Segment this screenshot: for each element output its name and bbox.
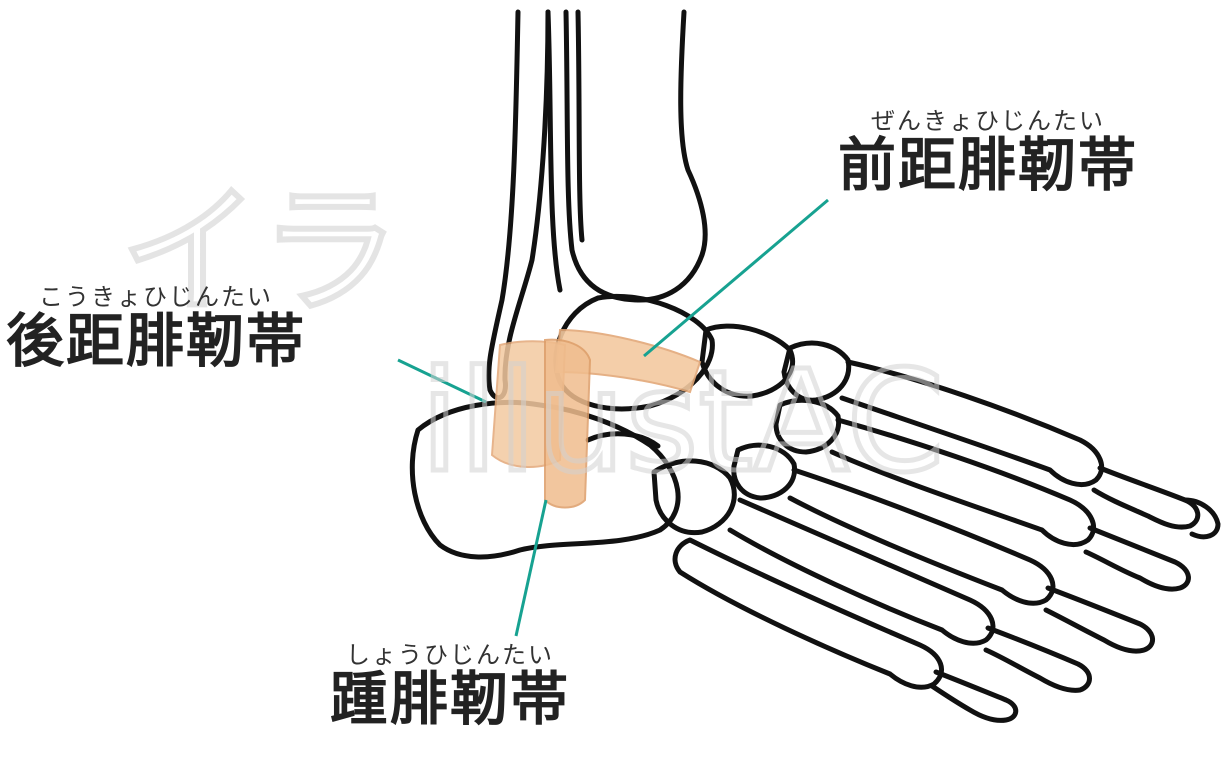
phalanx-1b	[1185, 500, 1218, 537]
label-anterior-talofibular: ぜんきょひじんたい 前距腓靭帯	[838, 108, 1138, 198]
phalanx-3	[1046, 588, 1153, 651]
text-anterior-talofibular: 前距腓靭帯	[838, 134, 1138, 198]
phalanx-4	[986, 628, 1090, 690]
text-calcaneofibular: 踵腓靭帯	[330, 668, 570, 732]
svg-text:illustAC: illustAC	[420, 341, 944, 504]
tibia-inner-line	[578, 12, 582, 240]
text-posterior-talofibular: 後距腓靭帯	[6, 310, 306, 374]
label-calcaneofibular: しょうひじんたい 踵腓靭帯	[330, 642, 570, 732]
tibia-bone	[566, 12, 705, 300]
phalanx-1a	[1094, 468, 1198, 527]
fibula-bone	[489, 12, 548, 398]
phalanx-2	[1086, 528, 1188, 589]
phalanx-5	[932, 672, 1016, 720]
leader-line-anterior	[644, 200, 828, 356]
label-posterior-talofibular: こうきょひじんたい 後距腓靭帯	[6, 284, 306, 374]
leader-line-calcaneo	[516, 500, 546, 636]
fibula-lower-edge	[548, 12, 560, 290]
